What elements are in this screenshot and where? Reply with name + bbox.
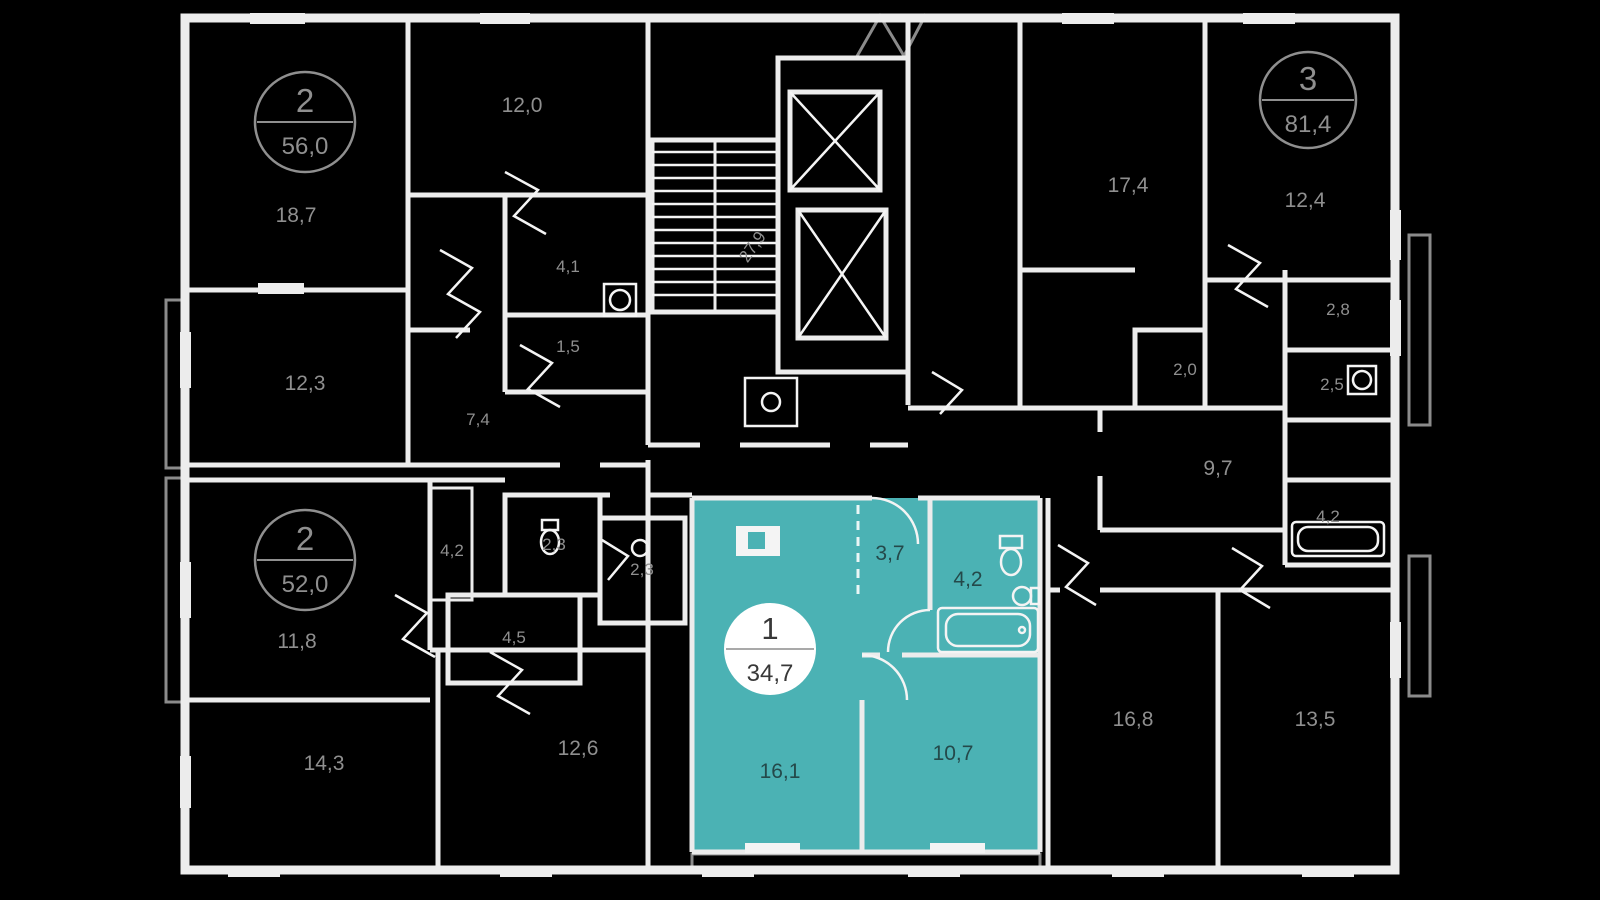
fixtures xyxy=(539,282,1386,853)
room-area-label: 7,4 xyxy=(466,410,490,429)
apartment-badge-2-52[interactable]: 2 52,0 xyxy=(253,508,357,612)
badge-area: 34,7 xyxy=(747,660,794,687)
room-area-label: 10,7 xyxy=(933,742,974,765)
badge-rooms: 2 xyxy=(296,520,314,557)
trash-chute-icon xyxy=(743,376,799,428)
apartment-badge-2-56[interactable]: 2 56,0 xyxy=(253,70,357,174)
badge-area: 52,0 xyxy=(282,571,329,598)
room-area-label: 4,2 xyxy=(1316,507,1340,526)
badge-rooms: 1 xyxy=(761,611,778,646)
room-area-label: 4,1 xyxy=(556,257,580,276)
bathtub-icon xyxy=(1290,520,1386,558)
room-labels-apt56: 18,7 12,0 12,3 4,1 1,5 7,4 xyxy=(276,94,580,429)
room-area-label: 12,4 xyxy=(1285,189,1326,212)
windows xyxy=(180,13,1401,877)
apartment-region-2-52[interactable] xyxy=(190,470,690,866)
toilet-icon xyxy=(998,534,1024,577)
room-labels-apt52: 11,8 14,3 12,6 4,5 2,3 2,3 4,2 xyxy=(277,535,653,775)
washer-icon xyxy=(1346,364,1378,396)
room-area-label: 17,4 xyxy=(1108,174,1149,197)
door-symbols xyxy=(394,170,1271,716)
washbasin-icon xyxy=(630,538,650,558)
elevator-shaft xyxy=(775,55,911,375)
room-area-label: 18,7 xyxy=(276,204,317,227)
badge-rooms: 3 xyxy=(1299,60,1317,97)
badge-area: 56,0 xyxy=(282,133,329,160)
room-area-label: 4,2 xyxy=(953,568,982,591)
room-area-label: 3,7 xyxy=(875,542,904,565)
room-area-label: 12,6 xyxy=(558,737,599,760)
radiator xyxy=(930,843,985,853)
room-area-label: 14,3 xyxy=(304,752,345,775)
room-area-label: 16,8 xyxy=(1113,708,1154,731)
bathtub-icon xyxy=(936,606,1040,654)
room-area-label: 4,2 xyxy=(440,541,464,560)
elevator-icon xyxy=(795,207,889,341)
room-labels-selected: 3,7 4,2 16,1 10,7 xyxy=(760,542,983,783)
washbasin-icon xyxy=(1011,585,1041,607)
selected-apartment-badge[interactable]: 1 34,7 xyxy=(724,603,816,695)
room-area-label: 13,5 xyxy=(1295,708,1336,731)
badge-rooms: 2 xyxy=(296,82,314,119)
room-area-label: 2,3 xyxy=(542,535,566,554)
badge-area: 81,4 xyxy=(1285,111,1332,138)
toilet-icon xyxy=(539,518,561,556)
room-area-label: 2,3 xyxy=(630,560,654,579)
room-area-label: 16,1 xyxy=(760,760,801,783)
room-area-label: 9,7 xyxy=(1203,457,1232,480)
elevator-icon xyxy=(787,89,883,193)
room-area-label: 12,3 xyxy=(285,372,326,395)
room-area-label: 2,5 xyxy=(1320,375,1344,394)
kitchen-sink-icon xyxy=(736,526,780,556)
room-labels-apt81: 17,4 12,4 2,8 2,5 2,0 9,7 4,2 16,8 13,5 xyxy=(1108,174,1350,731)
radiator xyxy=(745,843,800,853)
walls xyxy=(180,13,1400,875)
room-area-label: 11,8 xyxy=(277,630,316,653)
apartment-badge-3-81[interactable]: 3 81,4 xyxy=(1258,50,1358,150)
room-area-label: 4,5 xyxy=(502,628,526,647)
room-area-label: 2,0 xyxy=(1173,360,1197,379)
room-area-label: 2,8 xyxy=(1326,300,1350,319)
apartment-region-2-56[interactable] xyxy=(190,22,645,462)
room-area-label: 1,5 xyxy=(556,337,580,356)
washer-icon xyxy=(602,282,638,318)
room-area-label: 12,0 xyxy=(502,94,543,117)
